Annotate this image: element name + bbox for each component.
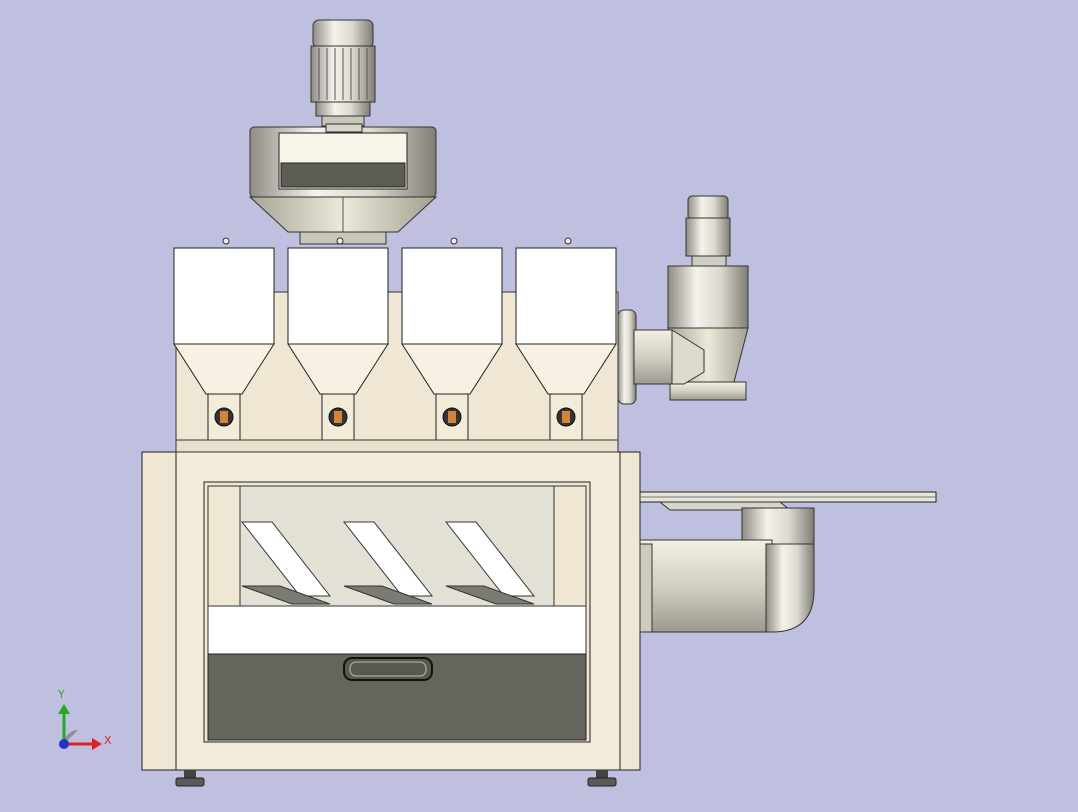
slanted-shelf-2 xyxy=(342,521,434,605)
hopper-4[interactable] xyxy=(515,237,617,441)
top-motor[interactable] xyxy=(310,19,376,127)
drawer-handle[interactable] xyxy=(343,657,433,681)
hopper-1[interactable] xyxy=(173,237,275,441)
slanted-shelf-1 xyxy=(240,521,332,605)
side-duct-elbow[interactable] xyxy=(617,309,705,405)
axis-origin-icon xyxy=(59,739,69,749)
slanted-shelf-3 xyxy=(444,521,536,605)
hopper-3[interactable] xyxy=(401,237,503,441)
hopper-2[interactable] xyxy=(287,237,389,441)
axis-triad xyxy=(58,704,102,750)
drawer[interactable] xyxy=(207,605,587,741)
axis-x-label: X xyxy=(104,734,112,747)
top-blower-housing[interactable] xyxy=(248,123,438,245)
outlet-pipe-elbow[interactable] xyxy=(639,507,815,633)
axis-y-label: Y xyxy=(58,688,65,701)
leveling-foot-right xyxy=(587,770,617,787)
outlet-tray[interactable] xyxy=(639,491,937,511)
leveling-foot-left xyxy=(175,770,205,787)
